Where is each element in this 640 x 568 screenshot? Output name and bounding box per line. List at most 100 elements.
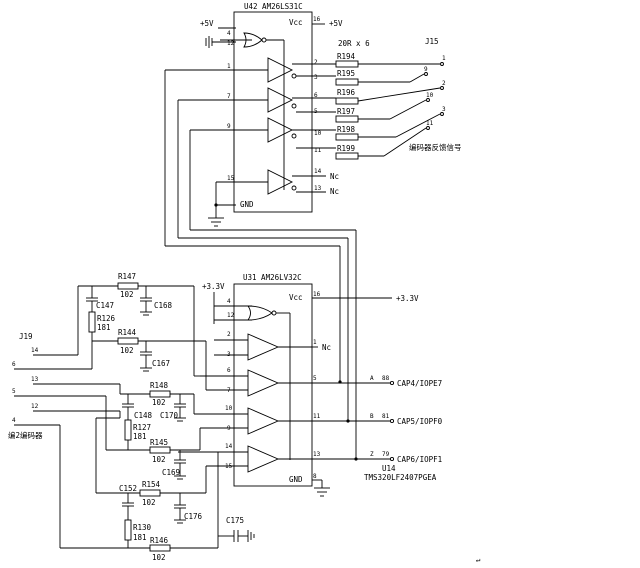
c147-label: C147 <box>96 301 114 310</box>
out-z-letter: Z <box>370 451 374 458</box>
u31-in-pin-5: 10 <box>225 405 233 412</box>
r194-label: R194 <box>337 52 356 61</box>
out-a-net: CAP4/IOPE7 <box>397 379 442 388</box>
r154-resistor <box>139 489 161 497</box>
r195-resistor <box>335 78 359 86</box>
r127-value: 181 <box>133 432 147 441</box>
filter-network-a: R147 102 C147 R126 181 C168 R144 102 C16… <box>77 272 207 390</box>
u42-in-pin-1: 1 <box>227 63 231 70</box>
j15-pin-1: 1 <box>442 55 446 62</box>
j15-caption: 编码器反馈信号 <box>409 142 462 152</box>
u42-title: U42 AM26LS31C <box>244 2 303 11</box>
u31-line-receiver: U31 AM26LV32C +3.3V Vcc 16 +3.3V GND 8 4… <box>178 273 419 497</box>
u31-in-pin-4: 7 <box>227 387 231 394</box>
r130-label: R130 <box>133 523 152 532</box>
u42-out-pin-3: 6 <box>314 92 318 99</box>
j19-pin-14: 14 <box>31 347 39 354</box>
u42-vcc-net: +5V <box>329 19 343 28</box>
out-a-letter: A <box>370 375 374 382</box>
u42-line-driver: U42 AM26LS31C Vcc 16 +5V GND +5V 4 12 1 … <box>165 2 343 227</box>
out-z-pin: 79 <box>382 451 390 458</box>
r145-label: R145 <box>150 438 168 447</box>
u31-out-pin-a: 5 <box>313 375 317 382</box>
r154-value: 102 <box>142 498 156 507</box>
resistor-array-note: 20R x 6 <box>338 39 370 48</box>
j19-pin-5: 5 <box>12 388 16 395</box>
r126-resistor <box>88 311 96 333</box>
u31-receiver-3 <box>247 407 280 435</box>
r196-resistor <box>335 97 359 105</box>
r144-label: R144 <box>118 328 137 337</box>
u31-in-pin-6: 9 <box>227 425 231 432</box>
r130-resistor <box>124 519 132 541</box>
j19-title: J19 <box>19 332 33 341</box>
u31-in-pin-3: 6 <box>227 367 231 374</box>
u31-body <box>233 283 313 487</box>
filter-network-b: R148 102 C148 R127 181 C170 R145 102 C16… <box>105 381 201 480</box>
j15-title: J15 <box>425 37 439 46</box>
r130-value: 181 <box>133 533 147 542</box>
filter-network-c: R154 102 C152 R130 181 C176 R146 102 C17… <box>59 411 255 562</box>
u42-nc-1: Nc <box>330 172 339 181</box>
u42-supply-label: +5V <box>200 19 214 28</box>
r154-label: R154 <box>142 480 161 489</box>
out-a-pin: 88 <box>382 375 390 382</box>
u42-buffer-4 <box>267 169 294 195</box>
j15-connector: J15 1 9 2 10 3 11 编码器反馈信号 <box>409 37 462 152</box>
u31-in-pin-7: 14 <box>225 443 233 450</box>
r126-value: 181 <box>97 323 111 332</box>
r197-label: R197 <box>337 107 355 116</box>
r127-resistor <box>124 419 132 441</box>
u42-out-pin-4: 5 <box>314 108 318 115</box>
u42-buffer-3 <box>267 117 294 143</box>
j15-pin-3: 2 <box>442 80 446 87</box>
u42-in-pin-3: 9 <box>227 123 231 130</box>
r196-label: R196 <box>337 88 356 97</box>
u31-vcc-label: Vcc <box>289 293 303 302</box>
out-b-letter: B <box>370 413 374 420</box>
u42-buffer-2 <box>267 87 294 113</box>
c168-label: C168 <box>154 301 173 310</box>
u31-in-pin-8: 15 <box>225 463 233 470</box>
u31-en-pin-b: 12 <box>227 312 235 319</box>
c175-label: C175 <box>226 516 244 525</box>
u31-title: U31 AM26LV32C <box>243 273 302 282</box>
u42-in-pin-4: 15 <box>227 175 235 182</box>
u42-out-pin-6: 11 <box>314 147 322 154</box>
r148-value: 102 <box>152 398 166 407</box>
c152-label: C152 <box>119 484 137 493</box>
u31-receiver-2 <box>247 369 280 397</box>
u42-out-pin-8: 13 <box>314 185 322 192</box>
c169-label: C169 <box>162 468 180 477</box>
r126-label: R126 <box>97 314 116 323</box>
c148-label: C148 <box>134 411 153 420</box>
interconnect-wires <box>164 70 358 461</box>
u42-in-pin-2: 7 <box>227 93 231 100</box>
u42-gnd-label: GND <box>240 200 254 209</box>
u31-nc-pin: 1 <box>313 339 317 346</box>
u42-en-pin-b: 12 <box>227 40 235 47</box>
return-arrow-icon: ↵ <box>476 555 481 564</box>
u31-out-pin-z: 13 <box>313 451 321 458</box>
u31-vcc-pin: 16 <box>313 291 321 298</box>
out-b-pin: 81 <box>382 413 390 420</box>
out-b-net: CAP5/IOPF0 <box>397 417 443 426</box>
u31-gnd-label: GND <box>289 475 303 484</box>
r144-value: 102 <box>120 346 134 355</box>
out-z-net: CAP6/IOPF1 <box>397 455 442 464</box>
r194-resistor <box>335 60 359 68</box>
j15-pin-2: 9 <box>424 66 428 73</box>
u31-enable-or-gate <box>247 305 273 321</box>
u31-receiver-1 <box>247 333 280 361</box>
j19-caption: 编2编码器 <box>8 430 43 440</box>
u31-supply-label: +3.3V <box>202 282 225 291</box>
u42-out-pin-2: 3 <box>314 74 318 81</box>
j19-connector: J19 14 6 13 5 12 4 编2编码器 <box>8 332 120 440</box>
u31-in-pin-2: 3 <box>227 351 231 358</box>
u42-out-pin-7: 14 <box>314 168 322 175</box>
r145-resistor <box>149 446 171 454</box>
r127-label: R127 <box>133 423 151 432</box>
j15-pin-5: 3 <box>442 106 446 113</box>
r199-label: R199 <box>337 144 355 153</box>
j19-pin-13: 13 <box>31 376 39 383</box>
